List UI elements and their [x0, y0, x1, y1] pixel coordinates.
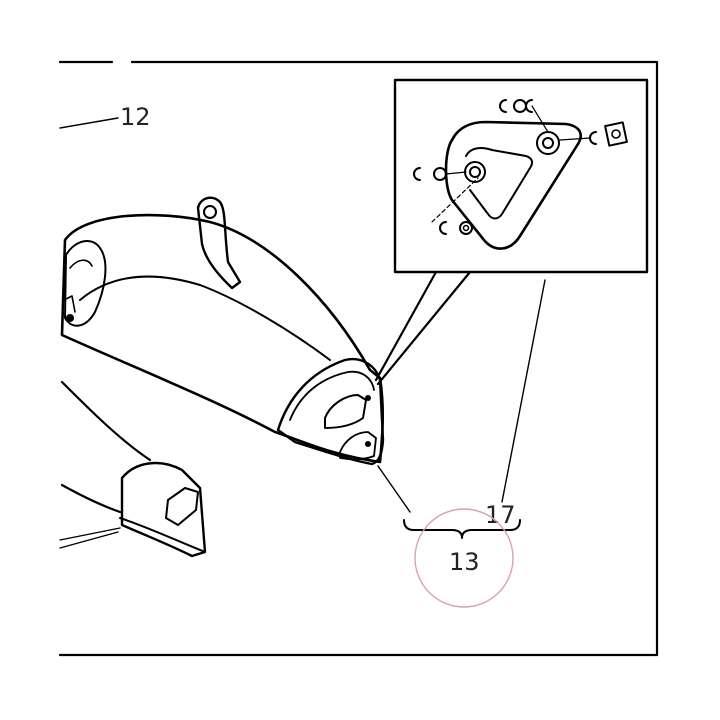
- callout-13-label: 13: [449, 548, 480, 576]
- diagram-frame: [58, 60, 659, 657]
- callout-17[interactable]: 17: [485, 279, 546, 529]
- detail-inset: [374, 78, 649, 386]
- callout-13[interactable]: 13: [377, 465, 521, 608]
- callout-12-label: 12: [120, 103, 151, 131]
- silencer-illustration: [59, 196, 385, 558]
- callout-12[interactable]: 12: [59, 103, 151, 131]
- grouping-brace: [403, 519, 521, 539]
- highlight-circle: [414, 508, 514, 608]
